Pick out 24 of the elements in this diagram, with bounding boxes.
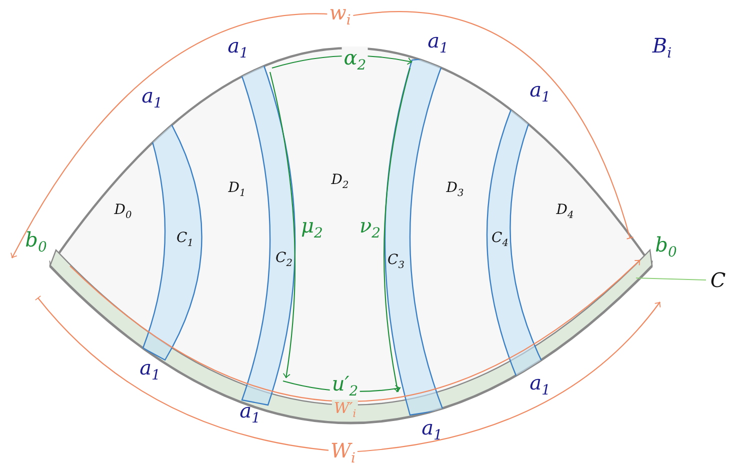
band-region bbox=[384, 56, 446, 416]
point-label: b$_{0}$ bbox=[24, 228, 48, 256]
curve-label: C bbox=[708, 269, 728, 291]
region-label: D$_{3}$ bbox=[444, 180, 466, 200]
band-label: C$_{2}$ bbox=[274, 250, 294, 270]
point-label: a$_{1}$ bbox=[528, 78, 552, 106]
point-label: a$_{1}$ bbox=[138, 356, 162, 384]
band-label: C$_{1}$ bbox=[174, 230, 196, 250]
point-label: a$_{1}$ bbox=[238, 400, 262, 426]
leader-line bbox=[636, 277, 706, 281]
band-label: C$_{3}$ bbox=[386, 252, 406, 272]
point-label: a$_{1}$ bbox=[226, 34, 250, 62]
point-label: a$_{1}$ bbox=[140, 84, 164, 112]
region-label: D$_{1}$ bbox=[226, 180, 248, 200]
point-label: a$_{1}$ bbox=[426, 30, 450, 56]
band-label: C$_{4}$ bbox=[490, 230, 510, 250]
region-label: D$_{4}$ bbox=[554, 202, 576, 222]
boundary-strip bbox=[48, 246, 654, 422]
point-label: a$_{1}$ bbox=[528, 372, 552, 398]
point-label: b$_{0}$ bbox=[654, 234, 678, 260]
region-label: D$_{2}$ bbox=[329, 172, 351, 192]
region-label: D$_{0}$ bbox=[112, 202, 134, 222]
space-label: B$_{i}$ bbox=[651, 34, 673, 62]
point-label: a$_{1}$ bbox=[420, 416, 444, 444]
